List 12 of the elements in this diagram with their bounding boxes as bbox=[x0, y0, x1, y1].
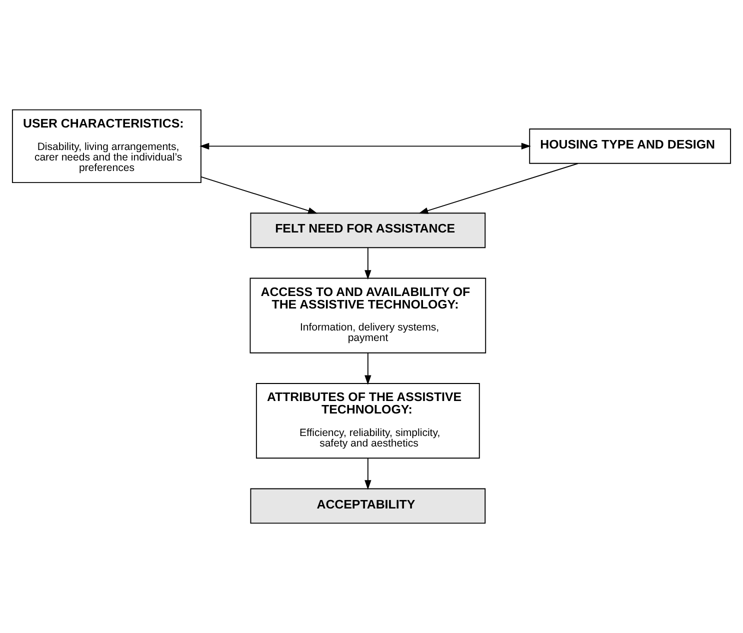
arrow bbox=[364, 352, 372, 385]
node-box: ACCESS TO AND AVAILABILITY OF THE ASSISTIVE TECHNOLOGY: Information, delivery systems, payment bbox=[250, 278, 486, 354]
arrow bbox=[364, 247, 372, 280]
node-box: ACCEPTABILITY bbox=[250, 488, 486, 524]
node-box: FELT NEED FOR ASSISTANCE bbox=[250, 212, 486, 248]
node-box: ATTRIBUTES OF THE ASSISTIVE TECHNOLOGY: Efficiency, reliability, simplicity, safety and aesthetics bbox=[256, 383, 480, 459]
arrow bbox=[200, 142, 531, 150]
arrow bbox=[200, 176, 318, 214]
arrow bbox=[364, 458, 372, 490]
node-box: USER CHARACTERISTICS: Disability, living arrangements, carer needs and the individual’s preferences bbox=[12, 109, 202, 184]
node-box: HOUSING TYPE AND DESIGN bbox=[529, 128, 732, 164]
arrow bbox=[418, 163, 578, 214]
